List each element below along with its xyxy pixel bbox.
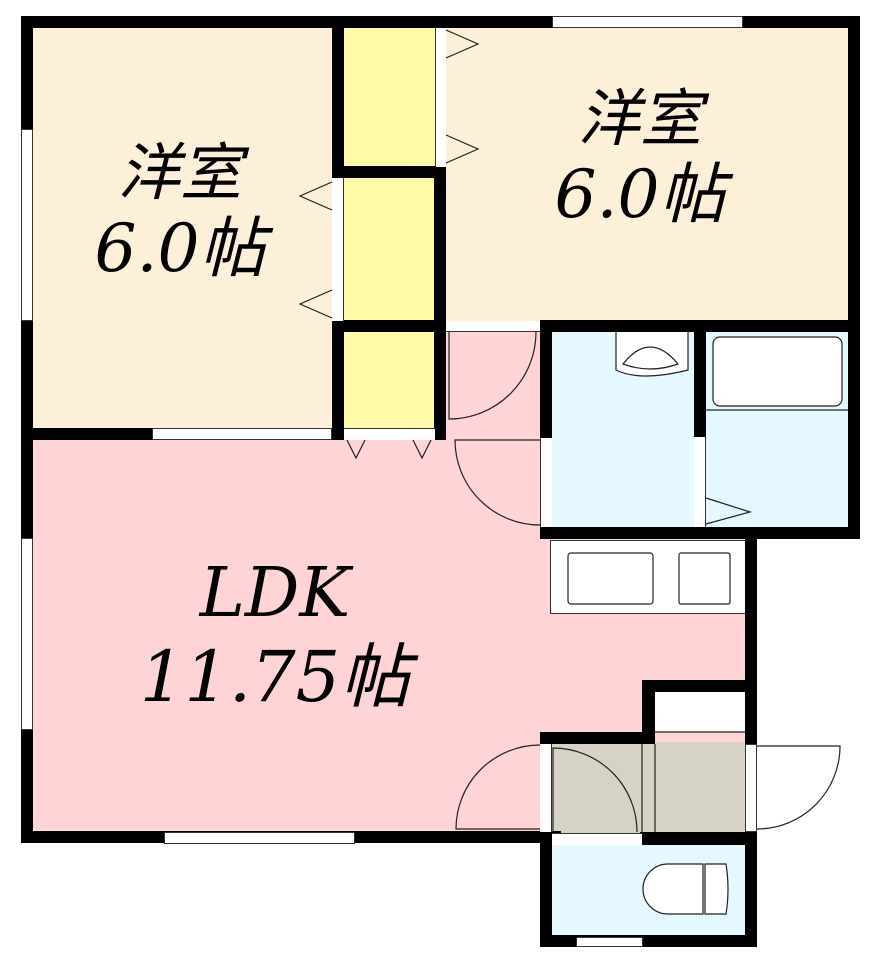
- wall-entrance-bottom: [640, 832, 757, 845]
- wall-closet-divider-2: [332, 320, 446, 332]
- toilet-icon: [642, 863, 704, 915]
- room-name: 洋室: [577, 82, 702, 155]
- room-name: LDK: [199, 554, 351, 633]
- closet-bottom-opening: [344, 428, 435, 440]
- toilet-tank-icon: [704, 863, 729, 915]
- room-size: 6.0帖: [554, 156, 726, 233]
- folding-door-icon: [298, 181, 333, 211]
- western-room-right: [446, 28, 849, 321]
- toilet-door-frame: [552, 833, 642, 845]
- folding-door-icon: [346, 439, 366, 460]
- folding-door-icon: [445, 134, 480, 164]
- folding-door-icon: [298, 289, 333, 319]
- bathtub-icon: [712, 336, 843, 407]
- front-door-frame: [745, 744, 757, 832]
- window-left-room-west: [21, 129, 33, 321]
- wall-wet-bottom: [540, 527, 860, 539]
- wall-entrance-top: [540, 732, 655, 744]
- hallway: [446, 332, 541, 532]
- window-right-room-north: [552, 16, 743, 28]
- wall-shoe-left: [642, 680, 655, 744]
- room-size: 11.75帖: [139, 636, 411, 718]
- wall-closet-divider-1: [332, 166, 446, 178]
- bath-door-frame: [694, 437, 706, 527]
- washbasin-bowl-icon: [622, 346, 680, 370]
- washroom-door-frame: [540, 438, 552, 527]
- room-label-western-left: 洋室 6.0帖: [60, 142, 300, 282]
- door-swing-icon: [454, 439, 541, 526]
- folding-door-icon: [445, 29, 480, 59]
- closet-middle: [344, 178, 436, 321]
- room-size: 6.0帖: [94, 210, 266, 287]
- folding-door-icon: [412, 439, 432, 460]
- shoe-storage: [655, 692, 746, 732]
- wall-entrance-left: [540, 732, 552, 744]
- room-label-western-right: 洋室 6.0帖: [520, 88, 760, 228]
- western-room-left: [33, 28, 333, 430]
- entrance: [550, 742, 746, 833]
- closet-top: [344, 28, 436, 167]
- closet-bottom: [344, 332, 436, 428]
- wall-toilet-left: [540, 832, 552, 947]
- wall-shoe-top: [642, 680, 757, 692]
- room-label-ldk: LDK 11.75帖: [110, 554, 440, 718]
- front-door-swing-icon: [756, 745, 841, 830]
- door-swing-icon: [552, 747, 638, 833]
- window-left-room-south: [152, 428, 332, 440]
- sink-icon: [567, 552, 654, 605]
- stove-icon: [678, 552, 731, 605]
- entrance-inner-door-frame: [540, 744, 552, 832]
- door-swing-icon: [448, 331, 537, 420]
- washbasin-icon: [615, 332, 689, 377]
- room-name: 洋室: [117, 136, 242, 209]
- window-ldk-west: [21, 538, 33, 730]
- folding-door-icon: [705, 497, 753, 525]
- window-ldk-south: [164, 832, 355, 844]
- wall-closet-right-lower: [434, 166, 446, 440]
- closet-top-opening: [435, 28, 446, 167]
- door-swing-icon: [455, 744, 541, 830]
- wall-wash-bath-divider: [694, 320, 706, 438]
- wall-right-upper: [848, 16, 860, 539]
- hallway-door-frame: [446, 321, 540, 332]
- closet-middle-opening: [332, 178, 344, 321]
- window-toilet-south: [576, 937, 643, 947]
- wall-washroom-left: [540, 320, 552, 438]
